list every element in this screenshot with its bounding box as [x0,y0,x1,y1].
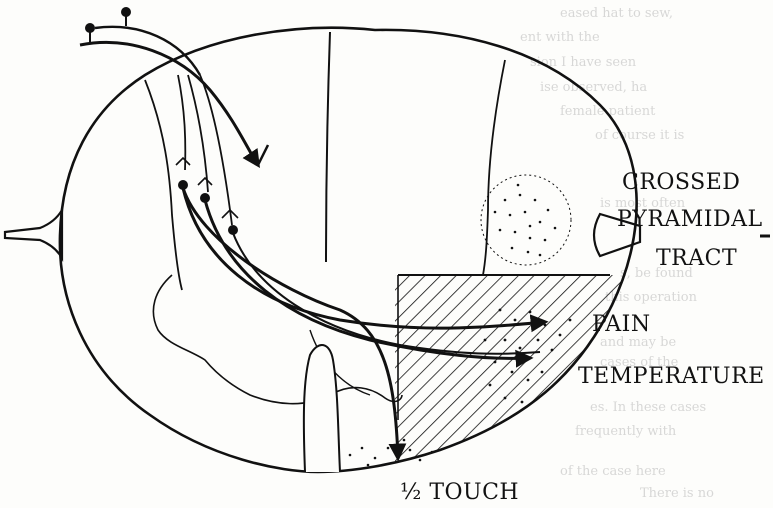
posterior-median-septum [326,32,330,262]
crossed-pyramidal-tract-area [481,175,571,265]
label-pyramidal: PYRAMIDAL [617,207,763,232]
label-half-touch: ½ TOUCH [400,480,519,505]
cord-outline [60,28,637,472]
left-nerve-root [5,210,62,258]
label-pain: PAIN [592,312,651,337]
label-crossed: CROSSED [622,170,740,195]
pyramidal-stipple [494,184,557,257]
left-posterior-horn [145,80,182,290]
anterior-median-fissure [304,345,340,472]
right-posterior-horn [483,60,505,275]
label-temperature: TEMPERATURE [578,364,765,389]
label-tract: TRACT [656,246,737,271]
